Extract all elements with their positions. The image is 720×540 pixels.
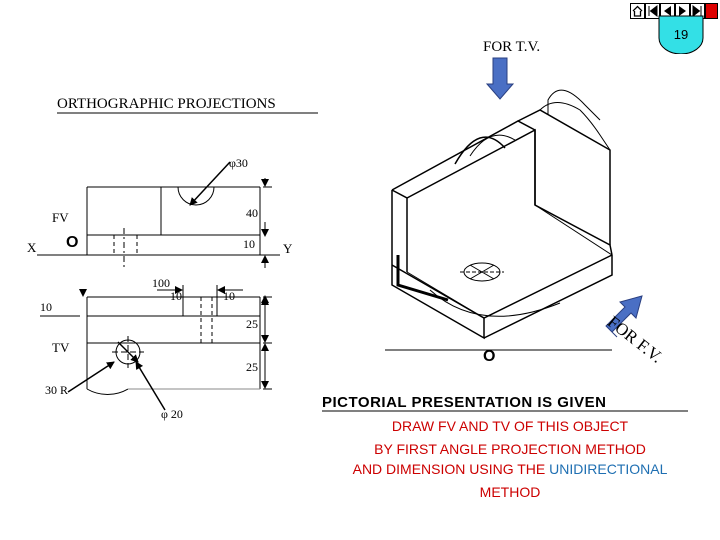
- fv-origin-mark: O: [66, 234, 79, 251]
- dia20-leader: [135, 361, 166, 411]
- dim-40: 40: [246, 206, 258, 220]
- dim-10-left: 10: [40, 300, 52, 314]
- x-label: X: [27, 240, 37, 255]
- tv-dimensions: [40, 285, 272, 390]
- dim-dia30: φ30: [229, 156, 248, 170]
- pictorial-caption: PICTORIAL PRESENTATION IS GIVEN: [322, 394, 607, 411]
- page-number-badge: [658, 15, 704, 54]
- dim-dia20: φ 20: [161, 407, 183, 421]
- tv-direction-arrow: [485, 57, 515, 100]
- top-view: [86, 296, 261, 395]
- end-show-button[interactable]: [705, 3, 718, 19]
- next-slide-button[interactable]: [675, 3, 690, 19]
- r30-leader: [67, 361, 115, 393]
- circle-inner-arrow: [117, 341, 139, 363]
- fv-label: FV: [52, 210, 69, 225]
- page-title: ORTHOGRAPHIC PROJECTIONS: [57, 96, 276, 112]
- dim-10-tv-b: 10: [223, 289, 235, 303]
- tv-label: TV: [52, 340, 70, 355]
- instruction-line-2: BY FIRST ANGLE PROJECTION METHOD: [374, 441, 646, 457]
- home-button[interactable]: [630, 3, 645, 19]
- instruction-line-1: DRAW FV AND TV OF THIS OBJECT: [391, 418, 629, 434]
- dim-100: 100: [152, 276, 170, 290]
- first-slide-button[interactable]: [645, 3, 660, 19]
- dim-25-a: 25: [246, 317, 258, 331]
- dia30-leader: [189, 161, 231, 206]
- instruction-line-3-prefix: AND DIMENSION USING THE: [352, 461, 550, 477]
- dim-10-fv: 10: [243, 237, 255, 251]
- fv-dimensions: [261, 178, 272, 268]
- instruction-line-4: METHOD: [479, 484, 541, 500]
- fv-direction-arrow: [605, 295, 643, 338]
- for-tv-label: FOR T.V.: [483, 39, 541, 55]
- pictorial-origin-marker: [396, 255, 449, 302]
- instruction-line-3: AND DIMENSION USING THE UNIDIRECTIONAL: [320, 461, 700, 477]
- dim-25-b: 25: [246, 360, 258, 374]
- page-number: 19: [673, 27, 689, 42]
- dim-r30: 30 R: [45, 383, 69, 397]
- front-view: [86, 186, 261, 268]
- pictorial-object: [391, 89, 613, 340]
- unidirectional-highlight: UNIDIRECTIONAL: [549, 461, 668, 477]
- dim-10-tv-a: 10: [170, 289, 182, 303]
- pictorial-origin-mark: O: [483, 348, 496, 365]
- y-label: Y: [283, 241, 293, 256]
